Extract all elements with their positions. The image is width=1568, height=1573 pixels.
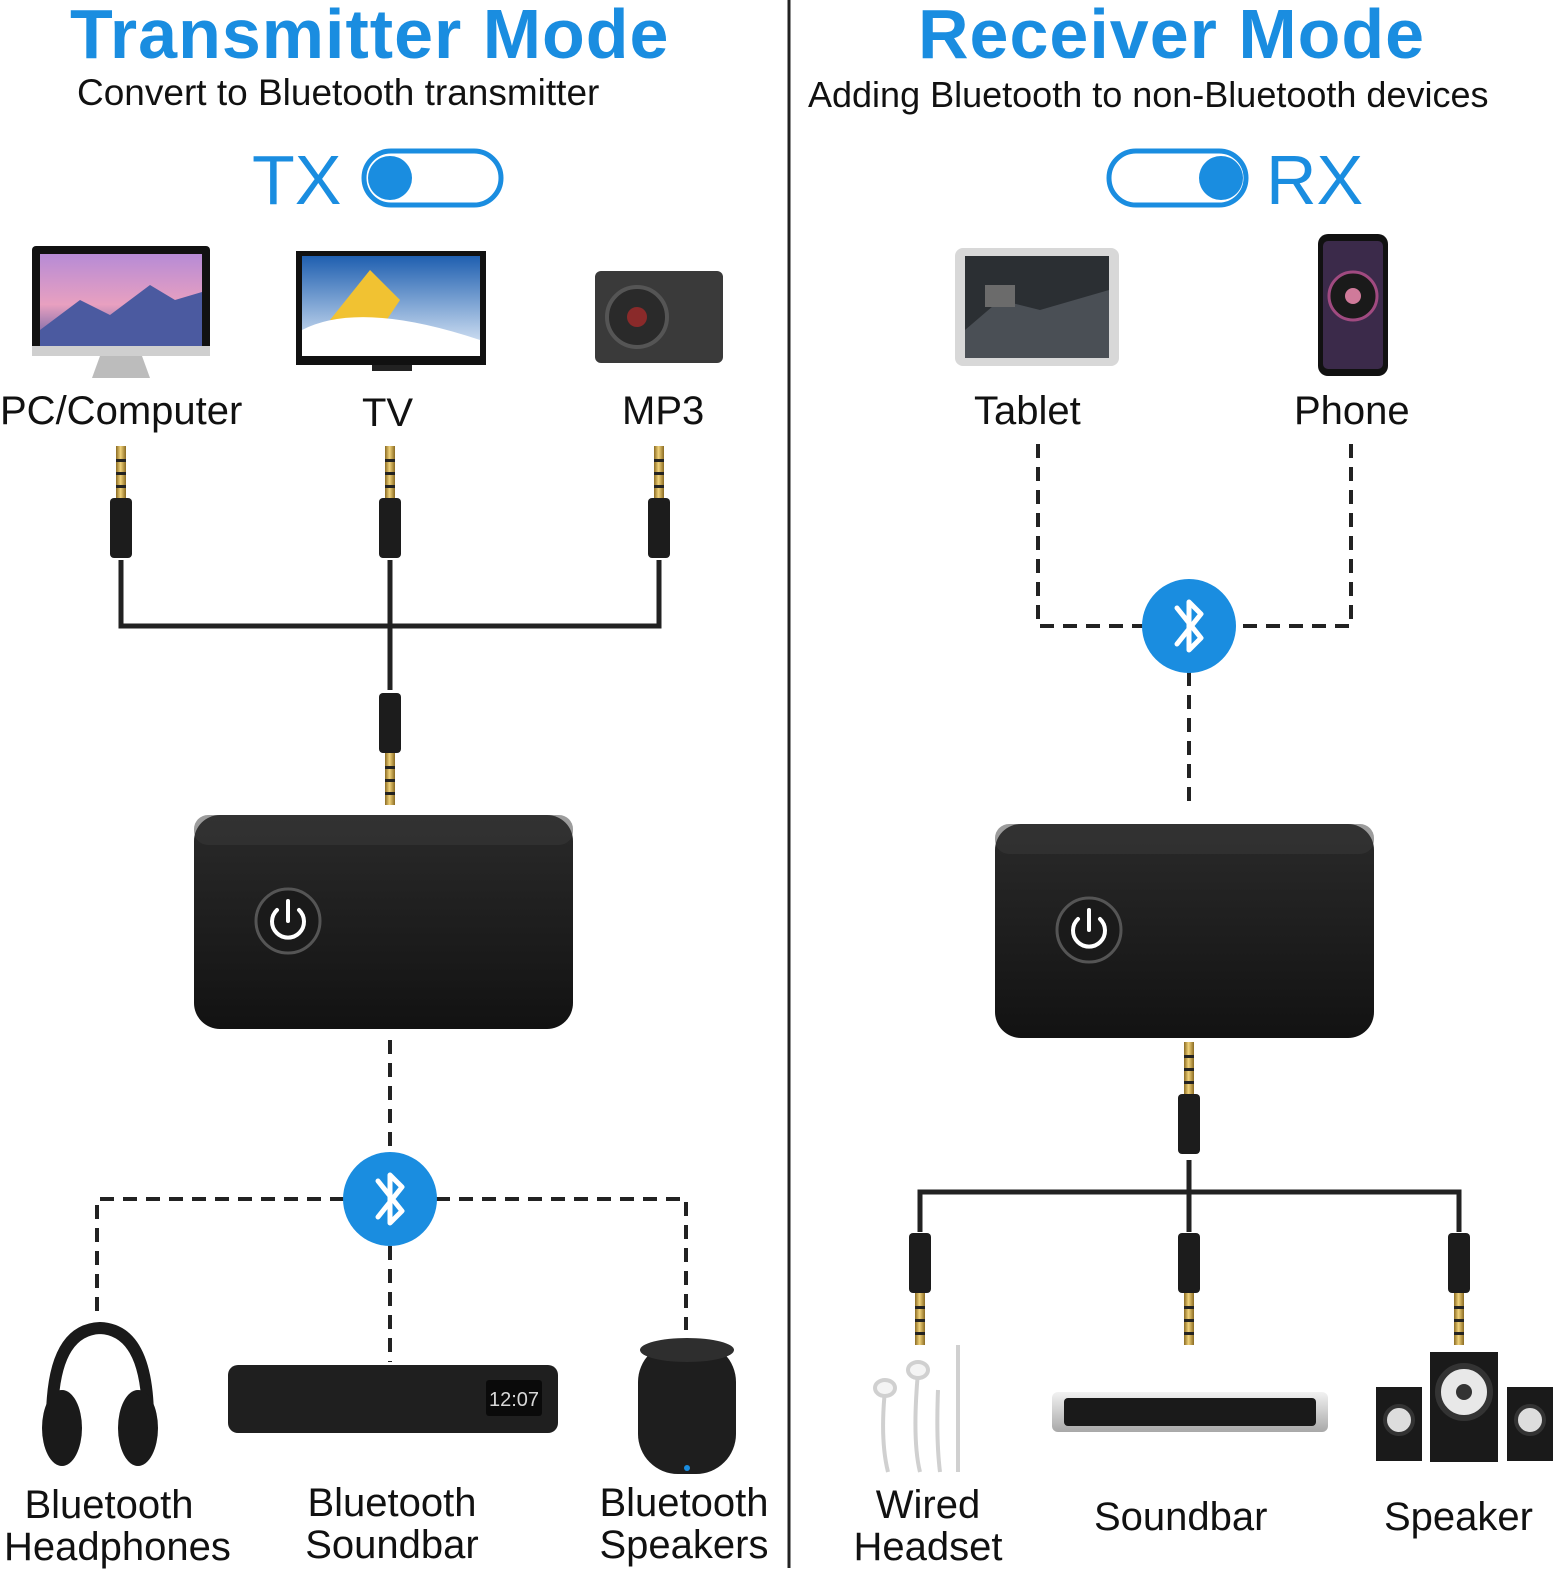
bluetooth-icon <box>343 1152 437 1246</box>
output-label-soundbar: Soundbar <box>1094 1495 1268 1539</box>
audio-plug <box>1178 1233 1200 1345</box>
pc-computer-image <box>32 246 210 378</box>
bluetooth-icon <box>1142 579 1236 673</box>
audio-plug <box>110 446 132 558</box>
power-icon <box>254 887 322 955</box>
receiver-device <box>995 824 1374 1038</box>
headphones-image <box>42 1321 158 1466</box>
rx-toggle <box>1106 148 1249 208</box>
rx-cable-tree <box>917 1160 1462 1232</box>
tx-bluetooth-links <box>95 1040 688 1362</box>
tx-toggle <box>361 148 504 208</box>
mp3-image <box>595 271 723 363</box>
source-label-mp3: MP3 <box>622 389 705 433</box>
output-label-speaker: Speaker <box>1384 1495 1533 1539</box>
phone-image <box>1318 234 1388 376</box>
output-label-line2: Soundbar <box>305 1523 479 1567</box>
audio-plug <box>648 446 670 558</box>
receiver-subtitle: Adding Bluetooth to non-Bluetooth device… <box>808 74 1489 115</box>
soundbar-display: 12:07 <box>489 1389 539 1411</box>
wired-headset-image <box>873 1345 960 1473</box>
bt-speaker-image <box>638 1338 736 1474</box>
output-label-line1: Bluetooth <box>24 1483 194 1527</box>
output-label-line1: Wired <box>875 1483 981 1527</box>
source-label-tablet: Tablet <box>974 389 1081 433</box>
power-icon <box>1055 896 1123 964</box>
output-label-line1: Bluetooth <box>599 1481 769 1525</box>
transmitter-title: Transmitter Mode <box>70 0 670 73</box>
transmitter-subtitle: Convert to Bluetooth transmitter <box>77 72 600 113</box>
source-label-pc: PC/Computer <box>0 389 243 433</box>
bt-soundbar-image: 12:07 <box>228 1365 558 1433</box>
output-label-bt-speakers: Bluetooth Speakers <box>586 1482 782 1566</box>
tv-image <box>296 251 486 371</box>
output-label-line1: Bluetooth <box>307 1481 477 1525</box>
output-label-line2: Headphones <box>4 1525 231 1569</box>
transmitter-device <box>194 815 573 1029</box>
tx-cable-tree <box>118 560 662 690</box>
output-label-line2: Speakers <box>599 1523 769 1567</box>
source-label-phone: Phone <box>1294 389 1410 433</box>
output-label-bt-soundbar: Bluetooth Soundbar <box>292 1482 492 1566</box>
audio-plug <box>379 446 401 558</box>
tx-mode-code: TX <box>252 141 342 219</box>
audio-plug <box>1178 1042 1200 1154</box>
output-label-wired-headset: Wired Headset <box>838 1484 1018 1568</box>
source-label-tv: TV <box>362 391 414 435</box>
output-label-line2: Headset <box>853 1525 1003 1569</box>
audio-plug <box>909 1233 931 1345</box>
rx-bluetooth-links <box>1036 444 1353 810</box>
audio-plug <box>1448 1233 1470 1345</box>
rx-mode-code: RX <box>1266 141 1364 219</box>
output-label-headphones: Bluetooth Headphones <box>4 1483 231 1569</box>
receiver-title: Receiver Mode <box>918 0 1426 73</box>
speaker-image <box>1376 1352 1553 1462</box>
tablet-image <box>955 248 1119 366</box>
soundbar-image <box>1052 1392 1328 1432</box>
audio-plug <box>379 693 401 805</box>
